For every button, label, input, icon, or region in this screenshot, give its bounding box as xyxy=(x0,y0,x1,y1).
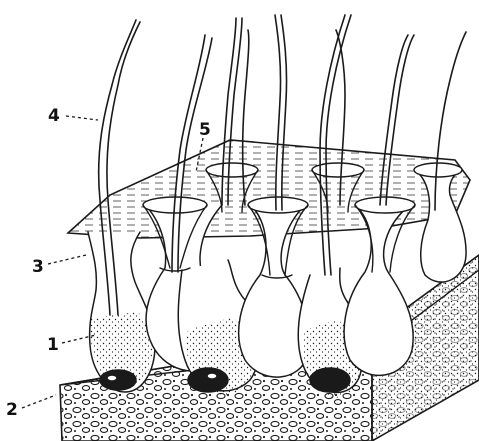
label-1: 1 xyxy=(47,335,59,355)
label-5: 5 xyxy=(199,120,211,140)
label-4: 4 xyxy=(48,106,60,126)
cell-1 xyxy=(88,232,155,392)
label-3: 3 xyxy=(32,257,44,277)
label-2: 2 xyxy=(6,400,18,420)
cell-6 xyxy=(344,205,413,375)
